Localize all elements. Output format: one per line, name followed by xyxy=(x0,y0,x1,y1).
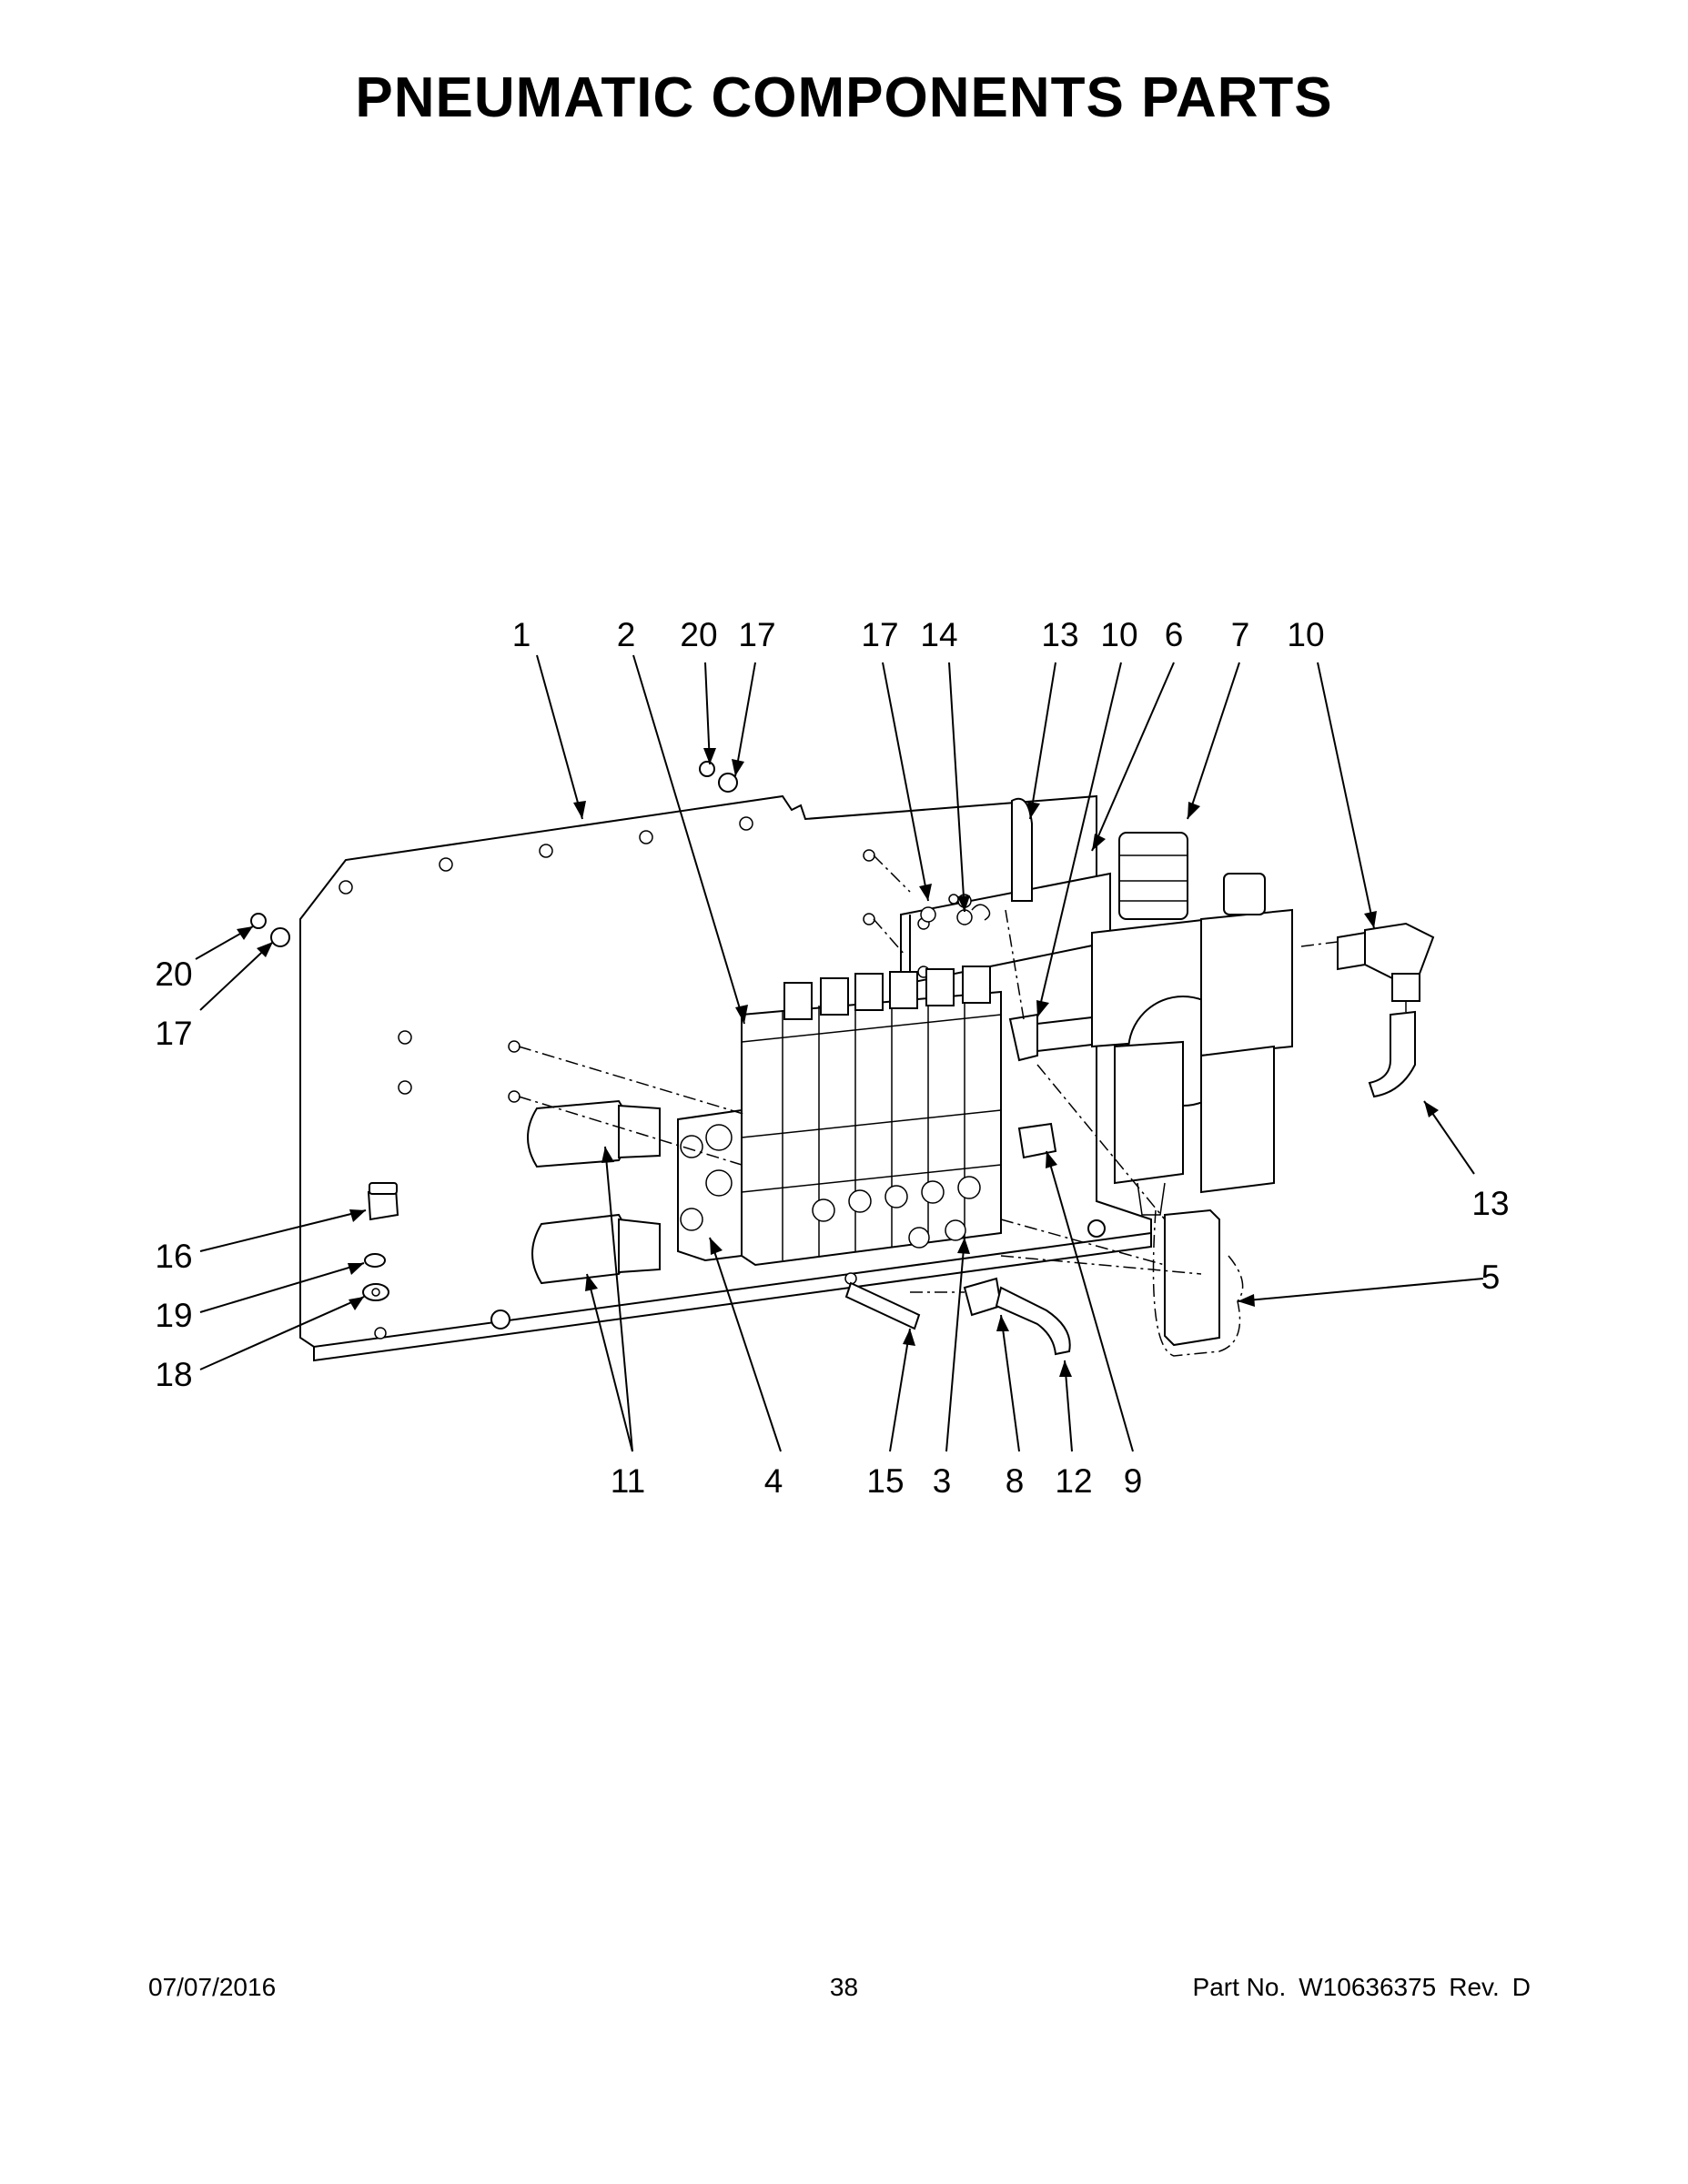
bracket-5 xyxy=(1152,1208,1244,1357)
callout-13: 13 xyxy=(1471,1185,1509,1222)
alignment-lines xyxy=(518,854,1407,1293)
part-label: Part No. xyxy=(1192,1973,1287,2001)
revision: D xyxy=(1511,1973,1531,2001)
callout-20: 20 xyxy=(680,616,717,653)
callout-18: 18 xyxy=(155,1356,192,1393)
part-number: W10636375 xyxy=(1299,1973,1437,2001)
callout-5: 5 xyxy=(1481,1259,1501,1296)
footer-page-number: 38 xyxy=(829,1973,859,2001)
callout-1: 1 xyxy=(512,616,531,653)
callout-4: 4 xyxy=(764,1462,783,1500)
callout-7: 7 xyxy=(1231,616,1250,653)
rev-label: Rev. xyxy=(1449,1973,1500,2001)
footer-part-info: Part No. W10636375 Rev. D xyxy=(1193,1973,1531,2002)
arrowheads xyxy=(237,748,1439,1377)
small-hardware xyxy=(250,761,1106,1330)
callout-13: 13 xyxy=(1041,616,1078,653)
footer-date: 07/07/2016 xyxy=(148,1973,277,2001)
callout-15: 15 xyxy=(866,1462,904,1500)
callout-6: 6 xyxy=(1165,616,1184,653)
fittings xyxy=(844,922,1435,1356)
callout-11: 11 xyxy=(611,1462,645,1500)
callout-8: 8 xyxy=(1006,1462,1025,1500)
tube-top xyxy=(1011,797,1033,902)
callout-14: 14 xyxy=(920,616,957,653)
mufflers xyxy=(527,1099,661,1285)
callout-19: 19 xyxy=(155,1297,192,1334)
callout-2: 2 xyxy=(617,616,636,653)
solenoid-caps xyxy=(783,966,991,1249)
callout-12: 12 xyxy=(1055,1462,1092,1500)
callout-9: 9 xyxy=(1124,1462,1143,1500)
callout-16: 16 xyxy=(155,1238,192,1275)
callout-17: 17 xyxy=(738,616,775,653)
callout-17: 17 xyxy=(155,1015,192,1052)
callouts: 1 2 20 17 17 14 13 10 6 7 10 20 17 13 16… xyxy=(155,616,1509,1500)
leader-lines xyxy=(195,654,1484,1452)
callout-17: 17 xyxy=(861,616,898,653)
callout-10: 10 xyxy=(1100,616,1137,653)
callout-20: 20 xyxy=(155,956,192,993)
callout-10: 10 xyxy=(1287,616,1324,653)
page-title: PNEUMATIC COMPONENTS PARTS xyxy=(355,66,1333,129)
callout-3: 3 xyxy=(933,1462,952,1500)
filter-regulator xyxy=(1091,832,1293,1216)
